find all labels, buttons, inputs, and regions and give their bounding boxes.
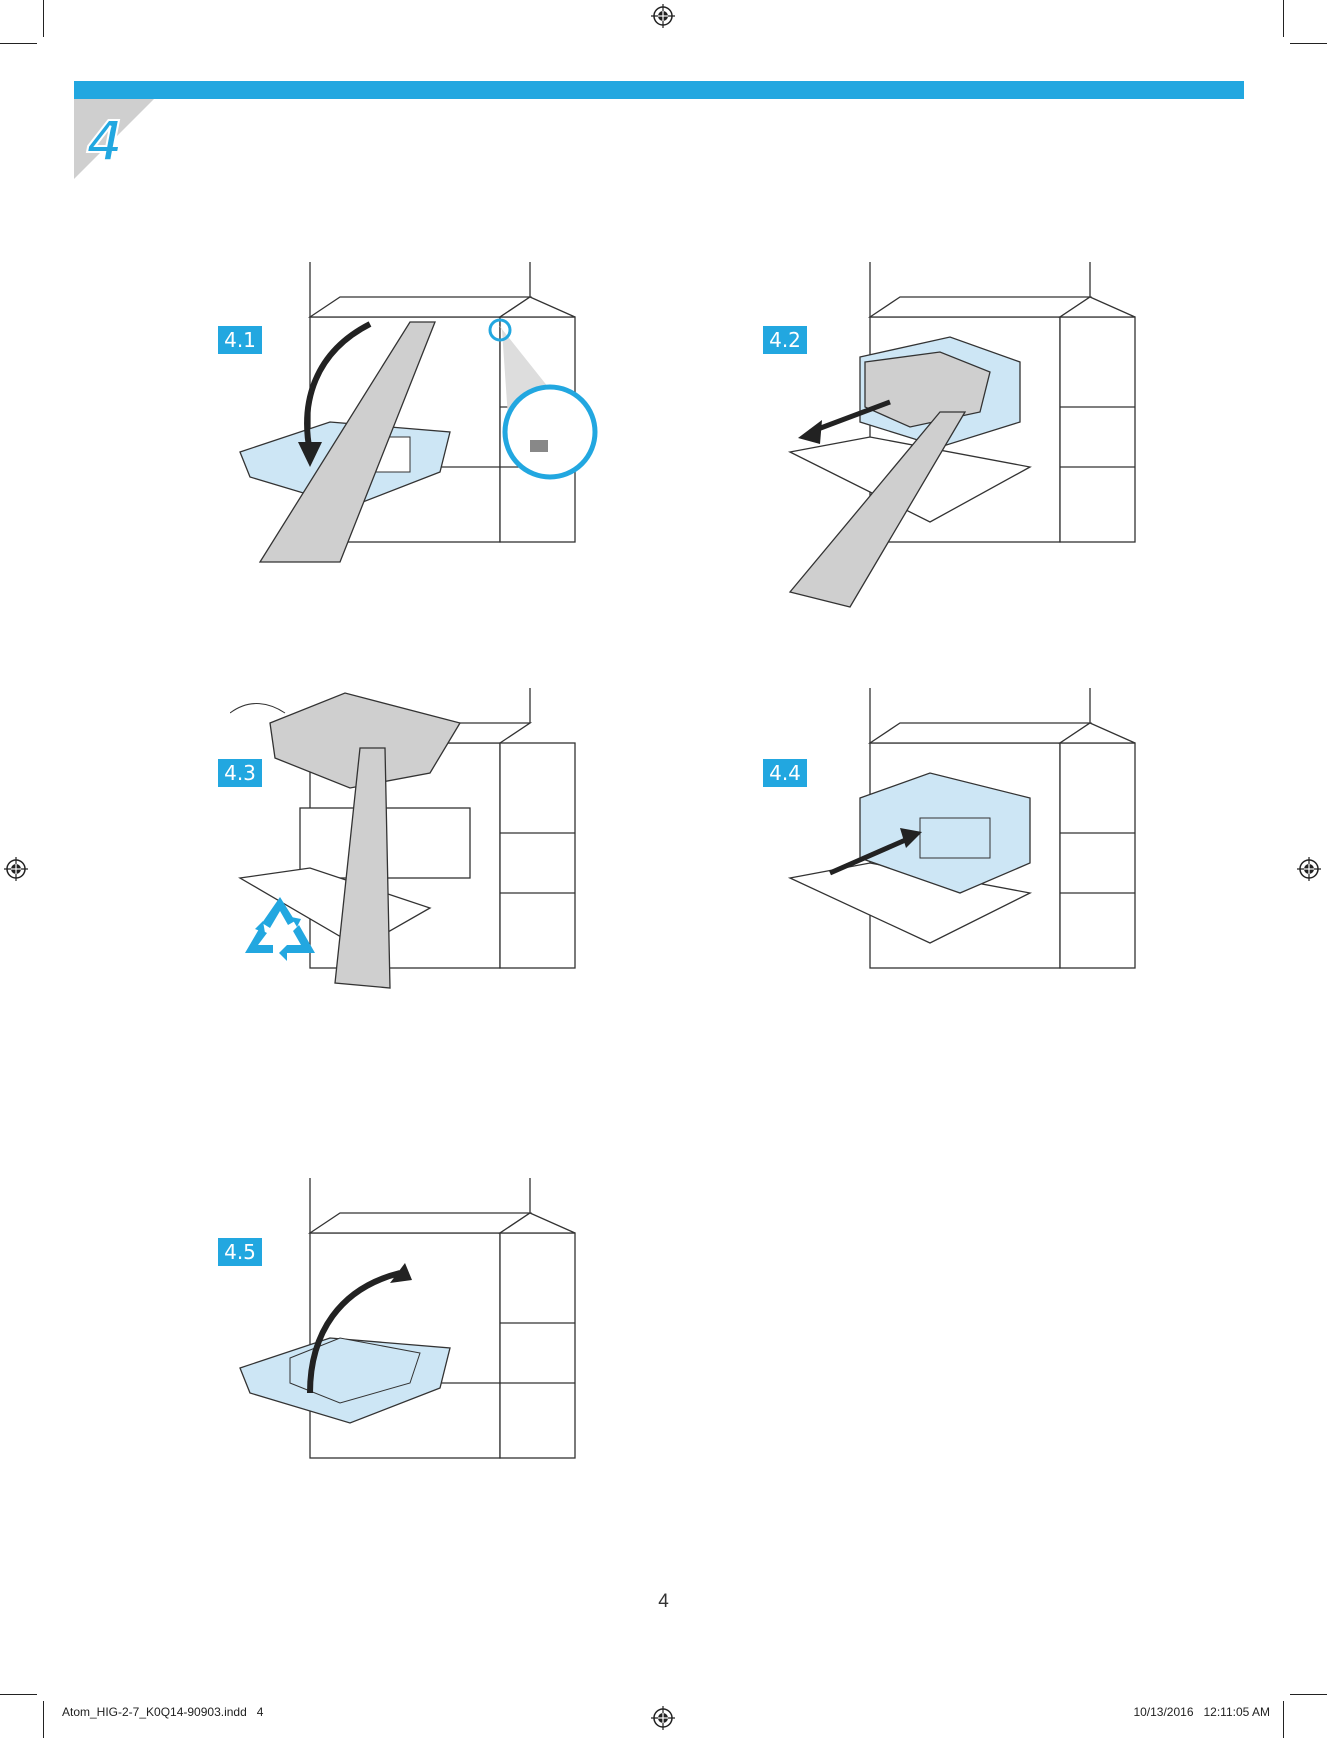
crop-mark [0, 43, 37, 44]
registration-mark-icon [651, 1706, 675, 1730]
step-label: 4.3 [218, 759, 262, 787]
step-tab [74, 99, 154, 179]
printer-illustration [239, 262, 598, 563]
crop-mark [1283, 0, 1284, 37]
step-number: 4 [87, 108, 121, 173]
file-slug: Atom_HIG-2-7_K0Q14-90903.indd 4 [62, 1705, 264, 1719]
crop-mark [43, 1701, 44, 1738]
recycle-icon [245, 897, 315, 961]
registration-mark-icon [651, 4, 675, 28]
page-number: 4 [658, 1591, 669, 1612]
step-label: 4.1 [218, 326, 262, 354]
timestamp: 10/13/2016 12:11:05 AM [1133, 1705, 1270, 1719]
crop-mark [1283, 1701, 1284, 1738]
crop-mark [0, 1694, 37, 1695]
registration-mark-icon [4, 857, 28, 881]
header-bar [74, 81, 1244, 99]
crop-mark [1290, 1694, 1327, 1695]
printer-illustration [787, 262, 1136, 608]
printer-illustration [239, 1178, 576, 1459]
crop-mark [43, 0, 44, 37]
printer-illustration [787, 688, 1136, 969]
step-label: 4.4 [763, 759, 807, 787]
printer-illustration [230, 688, 576, 989]
crop-mark [1290, 43, 1327, 44]
step-label: 4.2 [763, 326, 807, 354]
step-label: 4.5 [218, 1238, 262, 1266]
registration-mark-icon [1297, 857, 1321, 881]
